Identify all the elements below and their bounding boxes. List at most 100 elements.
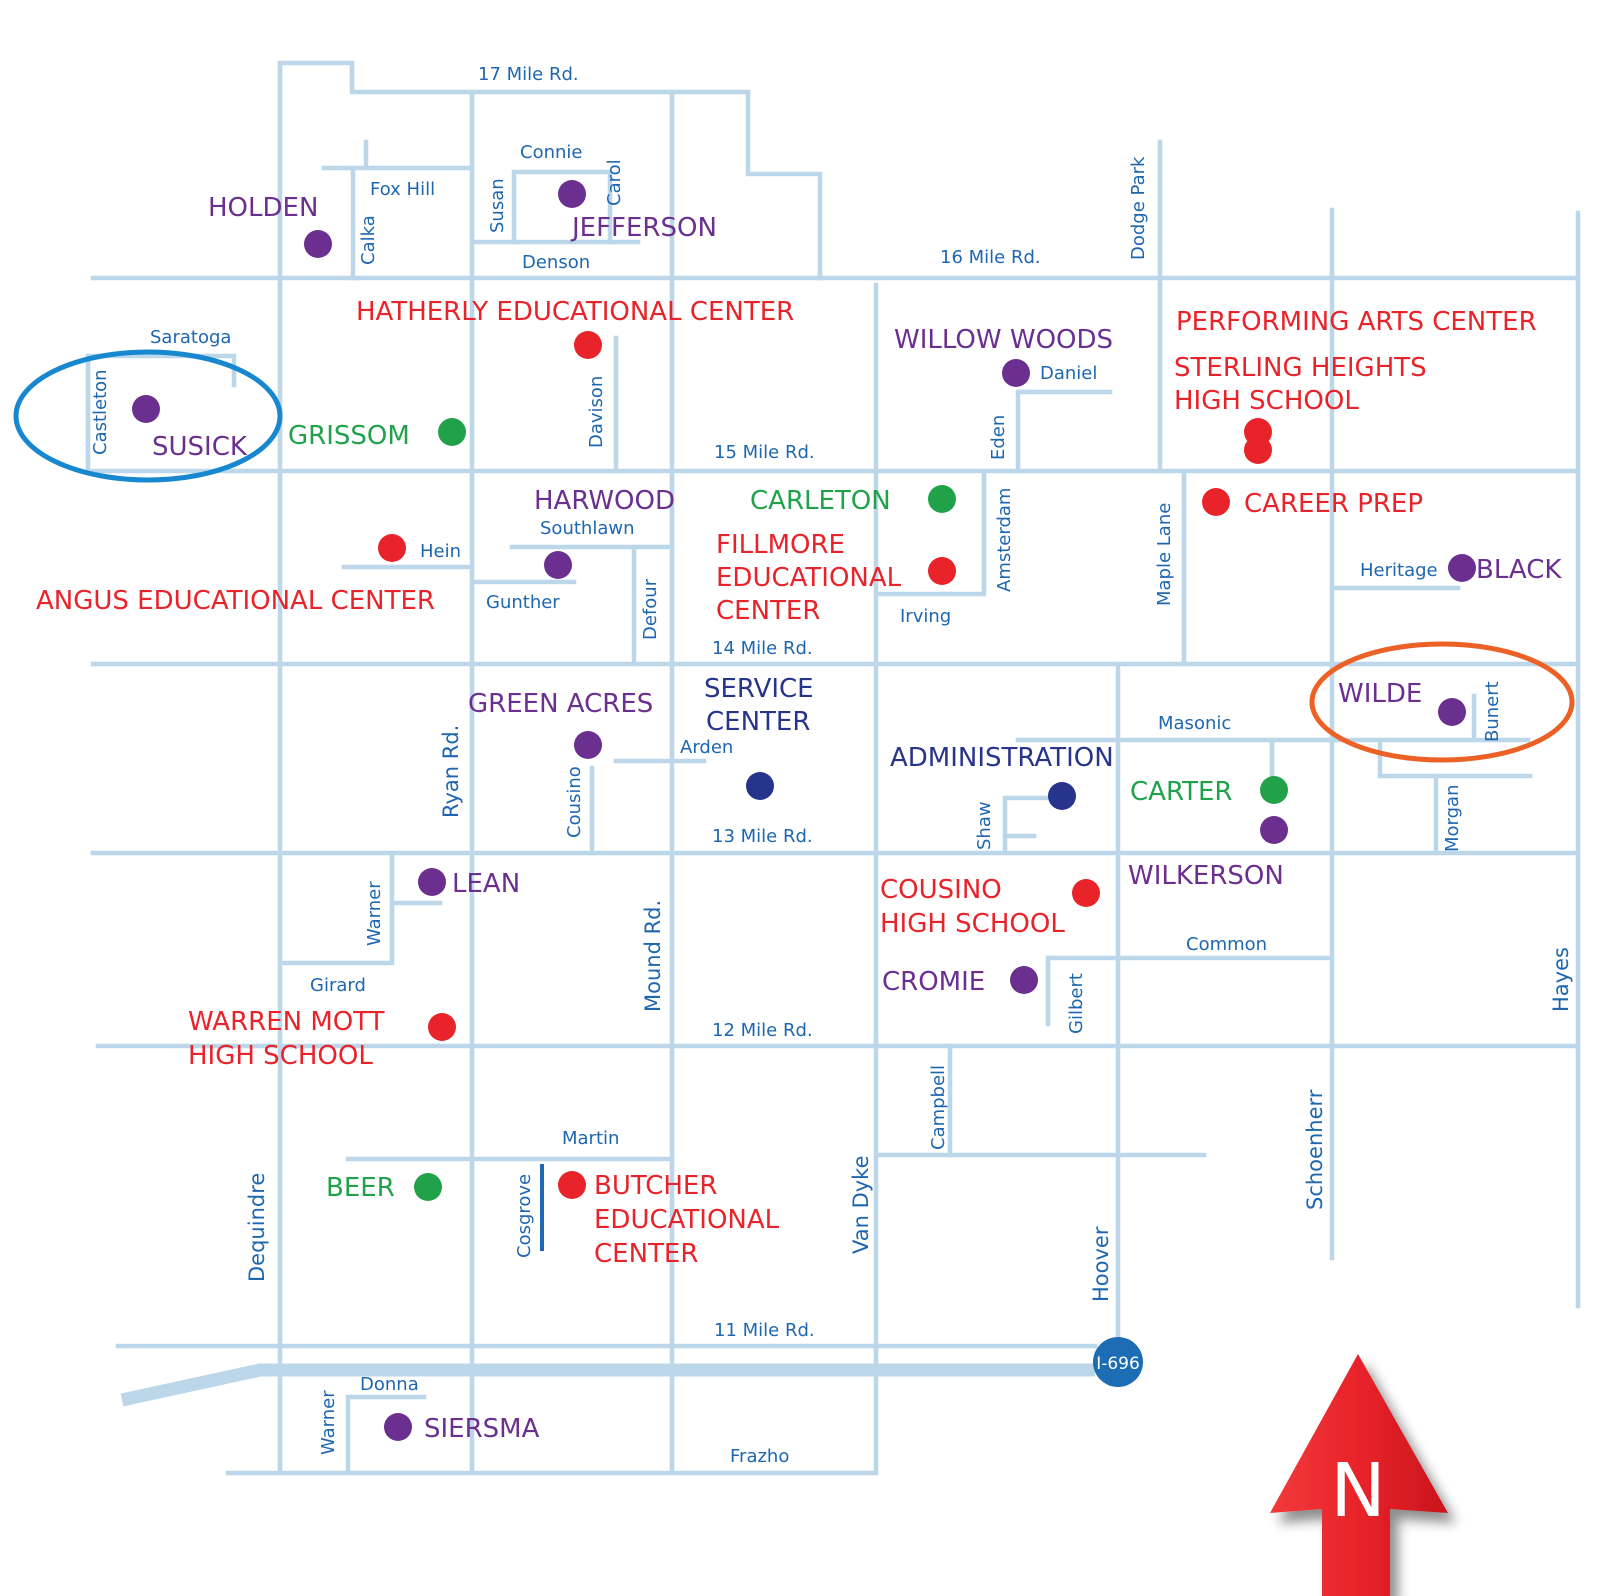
wilkerson-marker[interactable]: [1260, 816, 1288, 844]
grissom-label: GRISSOM: [288, 421, 410, 451]
carter-marker[interactable]: [1260, 776, 1288, 804]
label-girard: Girard: [310, 975, 366, 996]
label-maple-lane: Maple Lane: [1154, 503, 1175, 606]
label-hayes: Hayes: [1549, 947, 1573, 1012]
warren-mott-label-line1: WARREN MOTT: [188, 1007, 385, 1037]
harwood-marker[interactable]: [544, 551, 572, 579]
label-common: Common: [1186, 934, 1267, 955]
warren-mott-marker[interactable]: [428, 1013, 456, 1041]
label-warner-south: Warner: [318, 1390, 339, 1455]
lean-marker[interactable]: [418, 868, 446, 896]
road-17-mile: [277, 60, 823, 1475]
cousino-hs-label-line1: COUSINO: [880, 875, 1002, 905]
service-center-label-line1: SERVICE: [704, 674, 814, 704]
label-gilbert: Gilbert: [1066, 973, 1087, 1034]
label-castleton: Castleton: [90, 369, 111, 455]
label-mound: Mound Rd.: [641, 900, 665, 1012]
willow-woods-marker[interactable]: [1002, 359, 1030, 387]
label-cosgrove: Cosgrove: [514, 1174, 535, 1258]
north-arrow-label: N: [1330, 1448, 1385, 1534]
label-donna: Donna: [360, 1374, 419, 1395]
north-arrow-icon: N: [1270, 1354, 1448, 1596]
school-markers: [132, 180, 1476, 1441]
label-irving: Irving: [900, 606, 951, 627]
black-marker[interactable]: [1448, 554, 1476, 582]
road-saratoga: [85, 353, 237, 474]
i696-shield: I-696: [1093, 1337, 1143, 1387]
susick-marker[interactable]: [132, 395, 160, 423]
butcher-marker[interactable]: [558, 1171, 586, 1199]
label-dequindre: Dequindre: [245, 1173, 269, 1282]
holden-marker[interactable]: [304, 230, 332, 258]
fillmore-label-line3: CENTER: [716, 596, 820, 626]
wilkerson-label: WILKERSON: [1128, 861, 1284, 891]
siersma-label: SIERSMA: [424, 1414, 540, 1444]
hatherly-marker[interactable]: [574, 331, 602, 359]
label-defour: Defour: [640, 578, 661, 640]
harwood-label: HARWOOD: [534, 486, 675, 516]
label-carol: Carol: [604, 159, 625, 206]
fillmore-label-line2: EDUCATIONAL: [716, 563, 902, 593]
label-hoover: Hoover: [1089, 1226, 1113, 1302]
label-16-mile: 16 Mile Rd.: [940, 247, 1041, 268]
performing-arts-label: PERFORMING ARTS CENTER: [1176, 307, 1537, 337]
label-susan: Susan: [487, 178, 508, 233]
administration-label: ADMINISTRATION: [890, 743, 1114, 773]
fillmore-label-line1: FILLMORE: [716, 530, 845, 560]
wilde-highlight-ellipse: [1309, 641, 1575, 763]
jefferson-marker[interactable]: [558, 180, 586, 208]
carleton-marker[interactable]: [928, 485, 956, 513]
label-11-mile: 11 Mile Rd.: [714, 1320, 815, 1341]
warren-mott-label-line2: HIGH SCHOOL: [188, 1041, 373, 1071]
cromie-marker[interactable]: [1010, 966, 1038, 994]
label-hein: Hein: [420, 541, 461, 562]
hatherly-label: HATHERLY EDUCATIONAL CENTER: [356, 297, 794, 327]
road-warner: [277, 850, 395, 966]
hein-marker[interactable]: [378, 534, 406, 562]
label-davison: Davison: [586, 376, 607, 448]
holden-label: HOLDEN: [208, 193, 318, 223]
grissom-marker[interactable]: [438, 418, 466, 446]
wilde-marker[interactable]: [1438, 698, 1466, 726]
susick-highlight-ellipse: [13, 349, 283, 483]
green-acres-marker[interactable]: [574, 731, 602, 759]
label-amsterdam: Amsterdam: [994, 488, 1015, 592]
label-morgan: Morgan: [1442, 785, 1463, 853]
cousino-hs-label-line2: HIGH SCHOOL: [880, 909, 1065, 939]
label-schoenherr: Schoenherr: [1303, 1089, 1327, 1210]
label-heritage: Heritage: [1360, 560, 1438, 581]
fillmore-marker[interactable]: [928, 557, 956, 585]
shhs-label-line2: HIGH SCHOOL: [1174, 386, 1359, 416]
label-bunert: Bunert: [1482, 681, 1503, 742]
butcher-label-line2: EDUCATIONAL: [594, 1205, 780, 1235]
butcher-label-line1: BUTCHER: [594, 1171, 717, 1201]
carleton-label: CARLETON: [750, 486, 891, 516]
label-15-mile: 15 Mile Rd.: [714, 442, 815, 463]
angus-label: ANGUS EDUCATIONAL CENTER: [36, 586, 435, 616]
siersma-marker[interactable]: [384, 1413, 412, 1441]
lean-label: LEAN: [452, 869, 520, 899]
cousino-hs-marker[interactable]: [1072, 879, 1100, 907]
label-fox-hill: Fox Hill: [370, 179, 435, 200]
service-center-marker[interactable]: [746, 772, 774, 800]
administration-marker[interactable]: [1048, 782, 1076, 810]
label-shaw: Shaw: [974, 801, 995, 850]
shhs-label-line1: STERLING HEIGHTS: [1174, 353, 1427, 383]
susick-label: SUSICK: [152, 432, 248, 462]
label-daniel: Daniel: [1040, 363, 1097, 384]
label-masonic: Masonic: [1158, 713, 1231, 734]
jefferson-label: JEFFERSON: [570, 213, 717, 243]
label-gunther: Gunther: [486, 592, 560, 613]
beer-marker[interactable]: [414, 1173, 442, 1201]
wilde-label: WILDE: [1338, 679, 1422, 709]
shhs-marker[interactable]: [1244, 436, 1272, 464]
label-warner: Warner: [364, 881, 385, 946]
road-labels: 17 Mile Rd. 16 Mile Rd. 15 Mile Rd. 14 M…: [90, 64, 1573, 1467]
career-prep-label: CAREER PREP: [1244, 489, 1423, 519]
carter-label: CARTER: [1130, 777, 1233, 807]
black-label: BLACK: [1476, 555, 1562, 585]
road-connie: [511, 169, 613, 245]
cromie-label: CROMIE: [882, 967, 985, 997]
label-connie: Connie: [520, 142, 582, 163]
career-prep-marker[interactable]: [1202, 488, 1230, 516]
